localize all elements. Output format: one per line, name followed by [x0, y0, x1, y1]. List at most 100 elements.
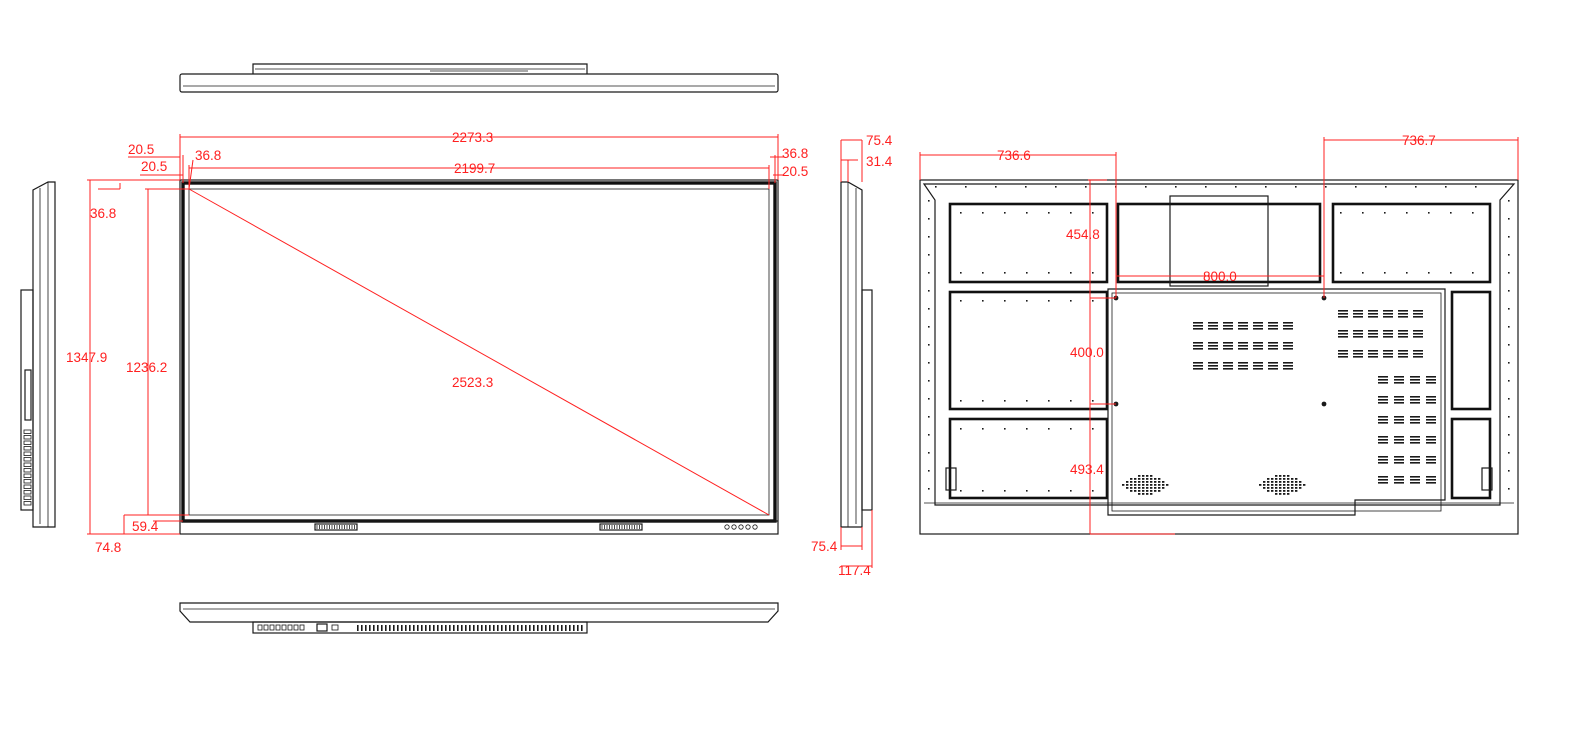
- screw-dot: [1235, 186, 1237, 188]
- grille-hole: [1138, 478, 1141, 480]
- vent-slat: [1426, 459, 1436, 461]
- screw-dot: [1355, 186, 1357, 188]
- screw-dot: [1026, 490, 1028, 492]
- screw-dot: [928, 434, 930, 436]
- port: [23, 462, 32, 467]
- vent-slat: [1426, 379, 1436, 381]
- vent-slat: [1223, 322, 1233, 324]
- grille-hole: [1275, 481, 1278, 483]
- dim-side-depth-panel: 31.4: [866, 154, 893, 169]
- screw-dot: [928, 290, 930, 292]
- vent-slat: [1413, 316, 1423, 318]
- vent-slat: [1193, 325, 1203, 327]
- vent-slat: [1338, 333, 1348, 335]
- vent-slat: [1268, 365, 1278, 367]
- vent-slat: [1394, 402, 1404, 404]
- vent-slat: [1410, 459, 1420, 461]
- grille-hole: [1275, 475, 1278, 477]
- dim-side-depth-top: 75.4: [866, 133, 893, 148]
- screw-dot: [960, 300, 962, 302]
- screw-dot: [1004, 428, 1006, 430]
- grille-hole: [1267, 490, 1270, 492]
- grille-hole: [1287, 493, 1290, 495]
- vent-slat: [1338, 350, 1348, 352]
- dimension-lines: [87, 134, 1519, 568]
- vent-slat: [1208, 328, 1218, 330]
- vent-slat: [1378, 482, 1388, 484]
- screw-dot: [960, 212, 962, 214]
- screw-dot: [1508, 398, 1510, 400]
- vent-slot: [473, 625, 475, 631]
- screw-dot: [1508, 344, 1510, 346]
- vent-slot: [485, 625, 487, 631]
- grille-hole: [1154, 478, 1157, 480]
- vent-slat: [1398, 313, 1408, 315]
- vent-slot: [477, 625, 479, 631]
- vent-slat: [1413, 353, 1423, 355]
- grille-hole: [1126, 481, 1129, 483]
- grille-hole: [1283, 478, 1286, 480]
- grille-hole: [1166, 484, 1169, 486]
- grille-hole: [1146, 484, 1149, 486]
- port: [23, 495, 32, 500]
- screw-dot: [1026, 272, 1028, 274]
- grille-hole: [1267, 481, 1270, 483]
- screw-dot: [982, 272, 984, 274]
- screw-dot: [1145, 186, 1147, 188]
- vent-slat: [1426, 456, 1436, 458]
- vent-slat: [1253, 322, 1263, 324]
- port: [23, 429, 32, 434]
- rear-view: [919, 179, 1519, 535]
- screw-dot: [1048, 212, 1050, 214]
- vent-slot: [397, 625, 399, 631]
- screw-dot: [1055, 186, 1057, 188]
- screw-dot: [982, 428, 984, 430]
- vent-slot: [365, 625, 367, 631]
- grille-hole: [1142, 490, 1145, 492]
- grille-hole: [1291, 484, 1294, 486]
- vent-slat: [1410, 479, 1420, 481]
- vent-slot: [381, 625, 383, 631]
- port: [23, 435, 32, 440]
- dim-diagonal: 2523.3: [452, 375, 493, 390]
- grille-hole: [1134, 481, 1137, 483]
- grille-hole: [1287, 475, 1290, 477]
- vent-slat: [1223, 325, 1233, 327]
- vent-slat: [1410, 382, 1420, 384]
- vent-slat: [1398, 336, 1408, 338]
- grille-hole: [1283, 475, 1286, 477]
- vent-slat: [1238, 325, 1248, 327]
- grille-hole: [1271, 484, 1274, 486]
- screw-dot: [1175, 186, 1177, 188]
- vent-slat: [1368, 330, 1378, 332]
- vent-slot: [361, 625, 363, 631]
- grille-hole: [1154, 481, 1157, 483]
- vent-slot: [549, 625, 551, 631]
- vent-slat: [1426, 376, 1436, 378]
- vent-slat: [1283, 362, 1293, 364]
- screw-dot: [935, 186, 937, 188]
- vent-slat: [1353, 333, 1363, 335]
- vent-slat: [1223, 368, 1233, 370]
- vent-slat: [1410, 439, 1420, 441]
- vent-slat: [1410, 462, 1420, 464]
- screw-dot: [1406, 272, 1408, 274]
- screw-dot: [1415, 186, 1417, 188]
- screw-dot: [928, 452, 930, 454]
- grille-hole: [1122, 484, 1125, 486]
- vent-slat: [1383, 310, 1393, 312]
- grille-hole: [1303, 484, 1306, 486]
- vent-slat: [1394, 416, 1404, 418]
- grille-hole: [1158, 478, 1161, 480]
- vent-slat: [1193, 345, 1203, 347]
- grille-hole: [1158, 484, 1161, 486]
- screw-dot: [1508, 308, 1510, 310]
- vent-slat: [1223, 345, 1233, 347]
- dim-side-depth-total: 117.4: [838, 563, 871, 578]
- screw-dot: [1508, 470, 1510, 472]
- grille-hole: [1150, 493, 1153, 495]
- grille-hole: [1291, 478, 1294, 480]
- grille-hole: [1287, 484, 1290, 486]
- vent-slot: [533, 625, 535, 631]
- port: [23, 446, 32, 451]
